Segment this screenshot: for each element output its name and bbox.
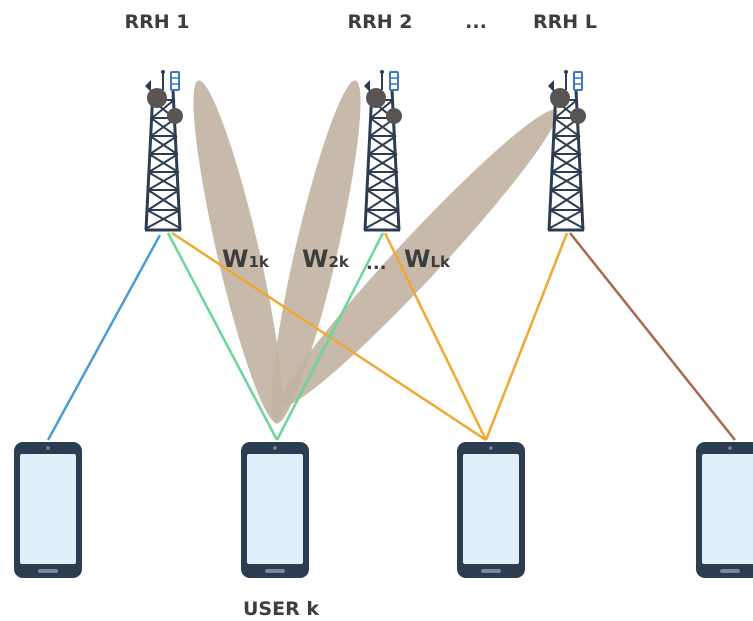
- weight-w1k-label: W1k: [222, 245, 270, 273]
- link-rrh2-userk: [275, 232, 385, 441]
- beam-w1k: [193, 80, 283, 424]
- weight-w2k-label: W2k: [302, 245, 350, 273]
- link-rrhl-user4: [569, 232, 736, 441]
- rrh-ellipsis: ...: [465, 11, 487, 33]
- rrh1-label: RRH 1: [125, 11, 190, 33]
- links: [46, 231, 736, 442]
- user-phone-k: [241, 442, 309, 578]
- weight-wlk-label: WLk: [404, 245, 451, 273]
- user-phone-4: [696, 442, 753, 578]
- link-rrhl-user3: [484, 232, 569, 441]
- rrhl-label: RRH L: [533, 11, 597, 33]
- weight-w1k-sub: 1k: [248, 253, 269, 271]
- beams: [193, 80, 558, 424]
- weight-wlk-main: W: [404, 245, 430, 273]
- rrh2-label: RRH 2: [348, 11, 413, 33]
- beam-wlk: [280, 109, 558, 407]
- beam-w2k: [271, 80, 361, 424]
- weight-w2k-main: W: [302, 245, 328, 273]
- weight-wlk-sub: Lk: [430, 253, 451, 271]
- weight-w2k-sub: 2k: [328, 253, 349, 271]
- user-phone-3: [457, 442, 525, 578]
- link-rrh1-userk: [166, 232, 279, 441]
- user-k-label: USER k: [243, 598, 319, 620]
- rrhl-tower: [546, 68, 588, 232]
- user-phone-1: [14, 442, 82, 578]
- weight-w1k-main: W: [222, 245, 248, 273]
- link-rrh2-user3: [383, 232, 488, 441]
- weight-ellipsis: ...: [366, 253, 387, 274]
- rrh2-tower: [362, 68, 404, 232]
- link-rrh1-user1: [46, 234, 162, 441]
- rrh1-tower: [143, 68, 185, 232]
